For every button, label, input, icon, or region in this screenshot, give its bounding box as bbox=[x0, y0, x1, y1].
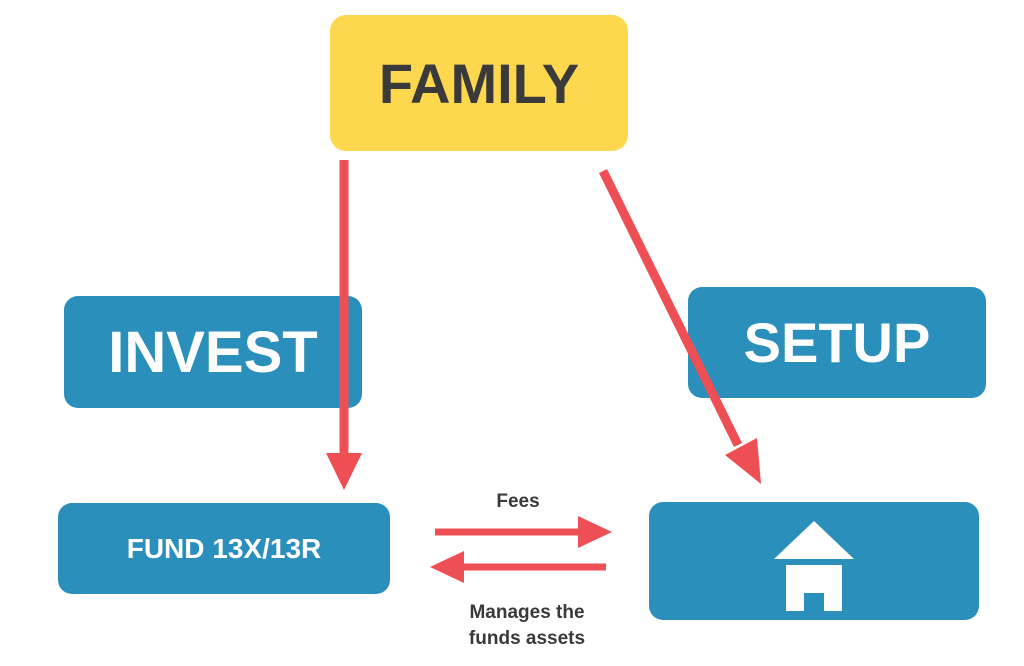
setup-label: SETUP bbox=[743, 311, 931, 374]
invest-label: INVEST bbox=[108, 319, 318, 385]
family-node: FAMILY bbox=[330, 15, 628, 151]
fund-label: FUND 13X/13R bbox=[126, 532, 322, 564]
family-label: FAMILY bbox=[378, 51, 580, 115]
house-node bbox=[649, 502, 979, 620]
arrow-manages bbox=[430, 551, 606, 583]
setup-node: SETUP bbox=[688, 287, 986, 398]
house-icon bbox=[774, 521, 854, 611]
arrow-family-to-fund bbox=[326, 160, 362, 490]
arrow-fees bbox=[435, 516, 612, 548]
manages-label: Manages the funds assets bbox=[468, 602, 586, 649]
invest-node: INVEST bbox=[64, 296, 362, 408]
arrow-family-to-house bbox=[598, 169, 761, 484]
fund-node: FUND 13X/13R bbox=[58, 503, 390, 594]
fees-label: Fees bbox=[496, 491, 540, 512]
